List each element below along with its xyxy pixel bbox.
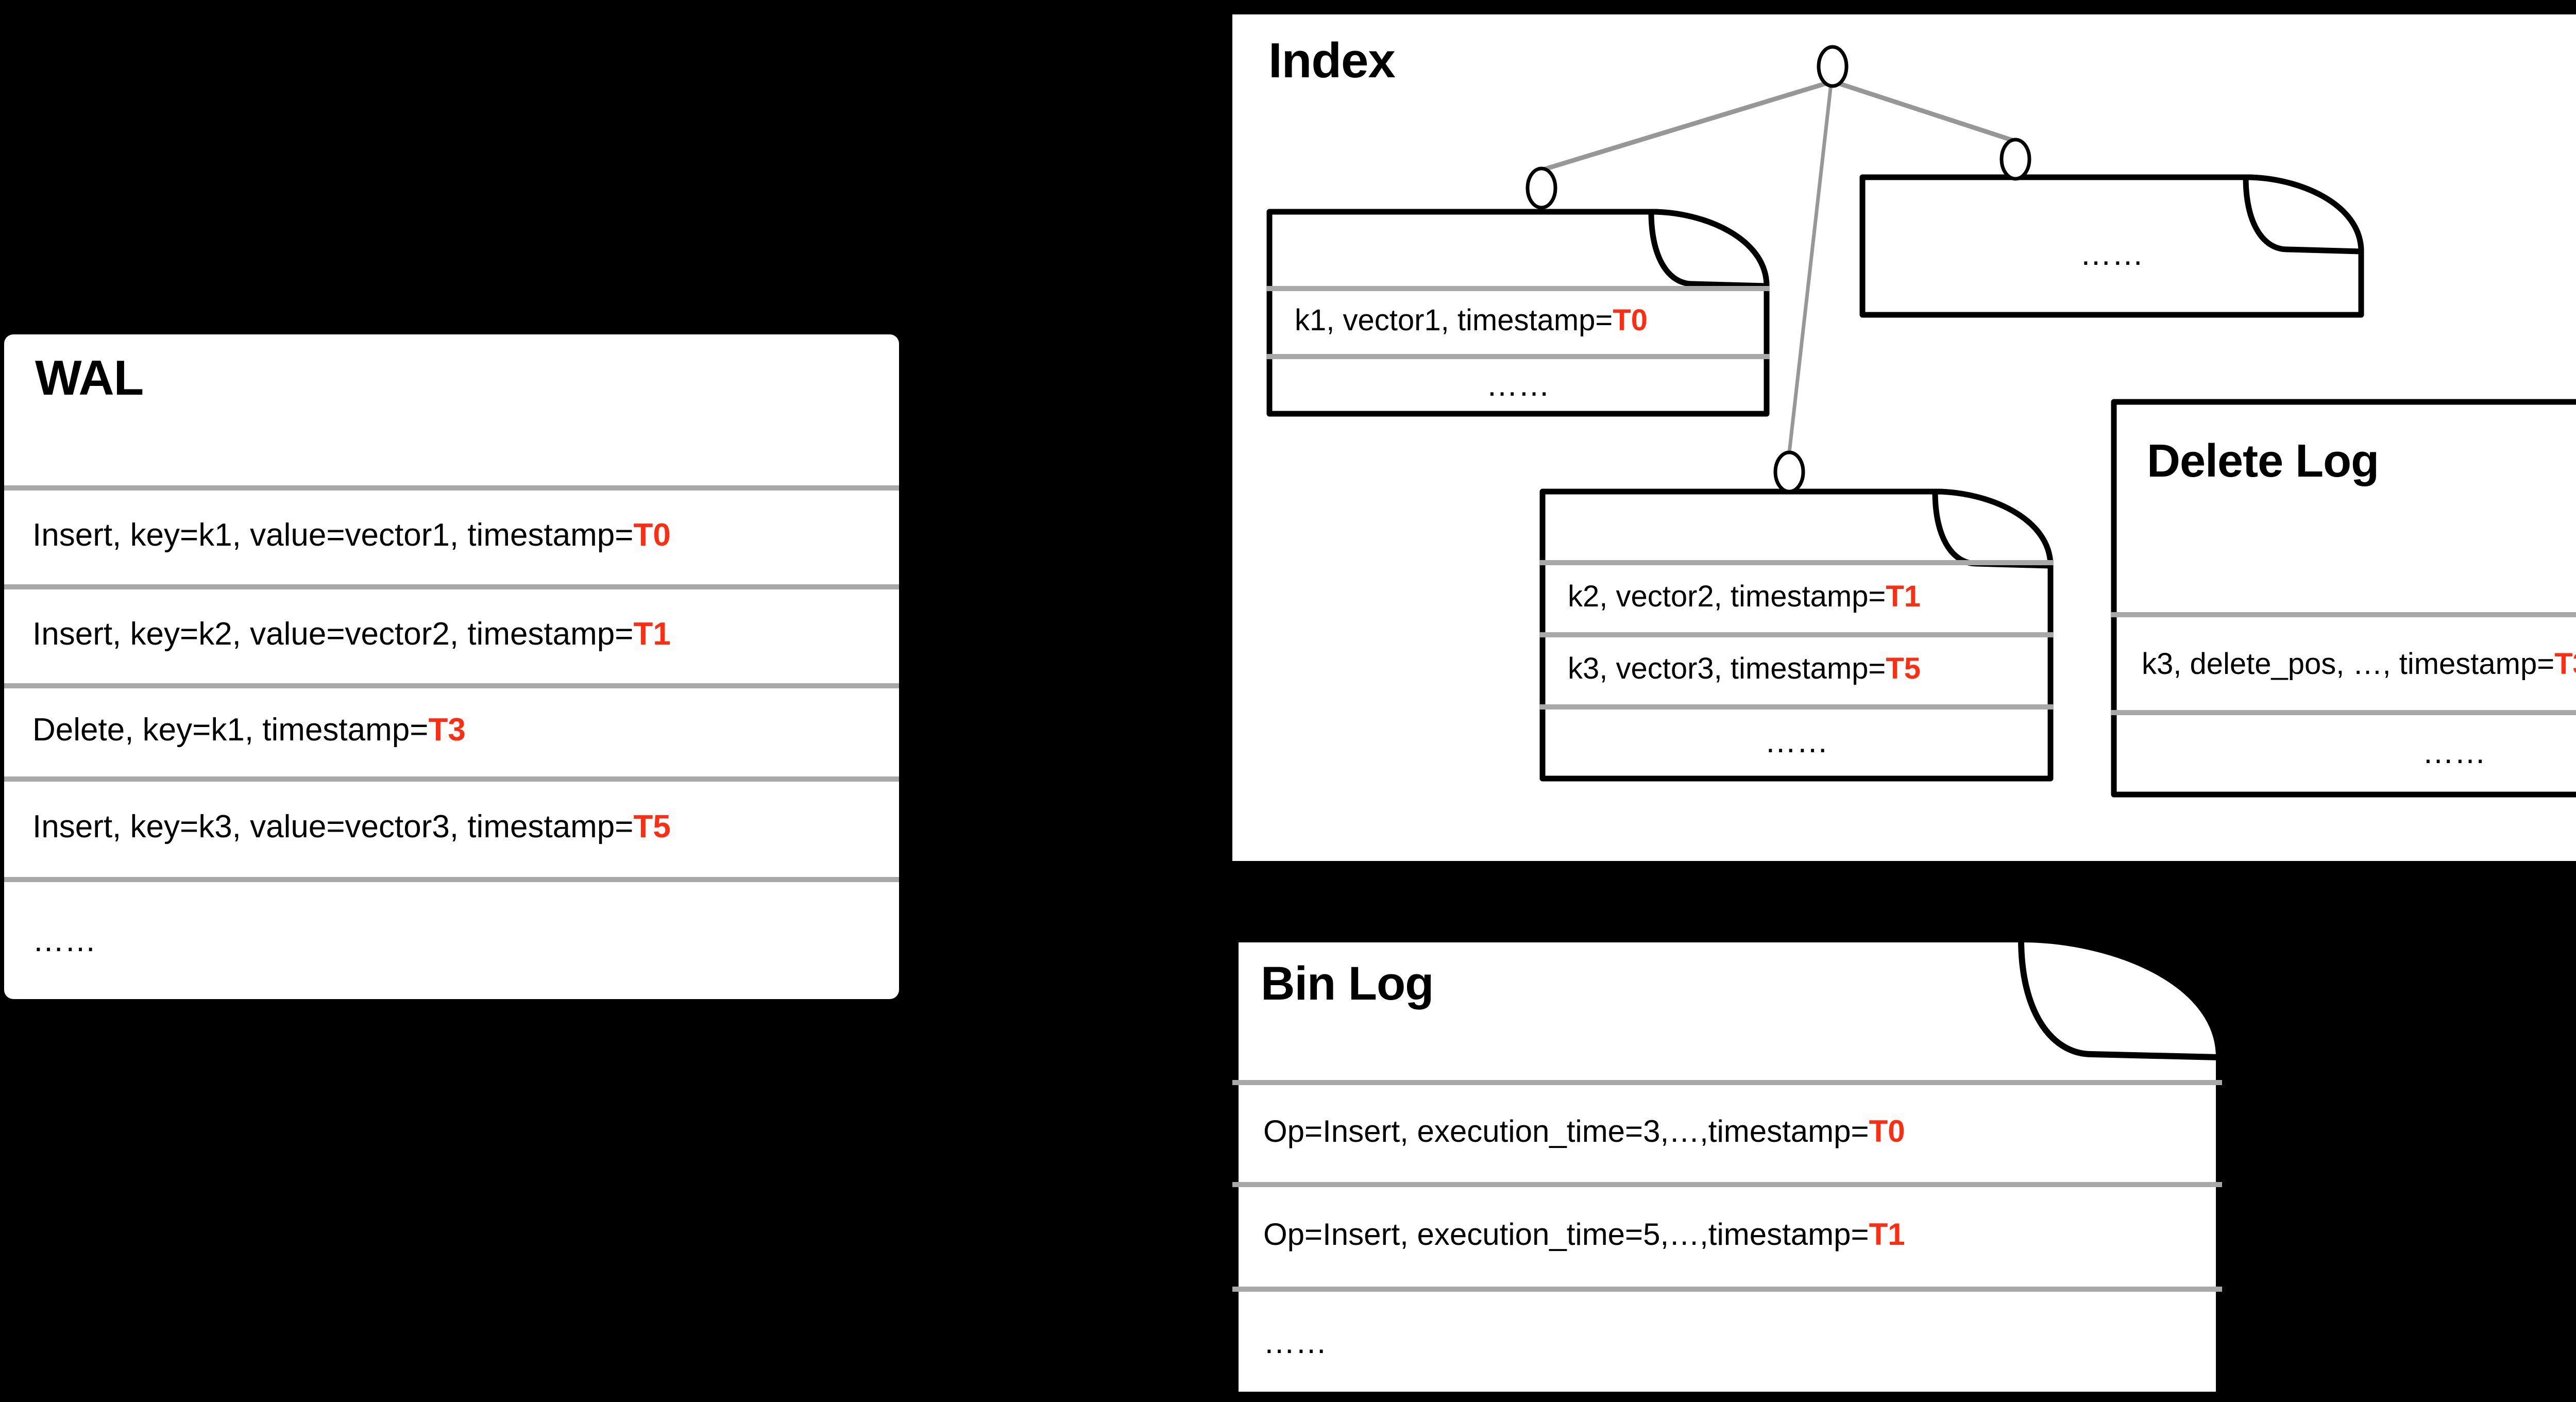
bin-log-row-text: Op=Insert, execution_time=5,…,timestamp= xyxy=(1263,1217,1869,1252)
delete-log-row: k3, delete_pos, …, timestamp=T3 xyxy=(2111,617,2576,710)
index-row-text: k2, vector2, timestamp= xyxy=(1568,579,1886,613)
timestamp-value: T0 xyxy=(1869,1113,1905,1148)
document-shape xyxy=(1859,174,2364,318)
timestamp-value: T1 xyxy=(1886,579,1921,613)
timestamp-value: T0 xyxy=(1613,303,1648,337)
separator xyxy=(4,877,899,882)
tree-node-circle xyxy=(1999,138,2031,181)
bin-log-row-text: Op=Insert, execution_time=3,…,timestamp= xyxy=(1263,1113,1869,1148)
bin-log-row: Op=Insert, execution_time=5,…,timestamp=… xyxy=(1232,1187,2222,1281)
index-row: k1, vector1, timestamp=T0 xyxy=(1266,291,1770,349)
index-leaf-node-dots: …… xyxy=(1859,174,2364,318)
index-title: Index xyxy=(1268,33,1396,88)
timestamp-value: T3 xyxy=(428,712,466,748)
document-shape xyxy=(1232,936,2222,1398)
folded-corner xyxy=(2018,936,2222,1060)
wal-row: Insert, key=k2, value=vector2, timestamp… xyxy=(4,589,899,678)
bin-log-title: Bin Log xyxy=(1261,957,1434,1010)
index-leaf-node-k1: k1, vector1, timestamp=T0 …… xyxy=(1266,209,1770,417)
separator xyxy=(1232,1287,2222,1292)
index-row: k2, vector2, timestamp=T1 xyxy=(1539,565,2054,627)
wal-title: WAL xyxy=(35,350,144,406)
separator xyxy=(4,584,899,589)
wal-row-text: Insert, key=k1, value=vector1, timestamp… xyxy=(32,517,634,553)
timestamp-value: T5 xyxy=(1886,651,1921,685)
timestamp-value: T5 xyxy=(633,809,671,844)
bin-log-row: Op=Insert, execution_time=3,…,timestamp=… xyxy=(1232,1085,2222,1177)
wal-row-text: Insert, key=k2, value=vector2, timestamp… xyxy=(32,616,634,652)
wal-row-text: Insert, key=k3, value=vector3, timestamp… xyxy=(32,809,634,844)
separator xyxy=(1266,354,1770,359)
index-ellipsis-row: …… xyxy=(1765,724,1828,759)
index-ellipsis-row: …… xyxy=(1486,367,1550,403)
tree-edge xyxy=(1787,83,1833,453)
wal-ellipsis-row: …… xyxy=(32,923,96,958)
separator xyxy=(1539,704,2054,710)
delete-log-row-text: k3, delete_pos, …, timestamp= xyxy=(2142,647,2555,681)
separator xyxy=(1232,1182,2222,1187)
wal-row-text: Delete, key=k1, timestamp= xyxy=(32,712,429,748)
separator xyxy=(1266,286,1770,291)
tree-root-circle xyxy=(1817,45,1849,88)
folded-corner xyxy=(2243,174,2364,255)
timestamp-value: T1 xyxy=(1869,1217,1905,1252)
tree-edge xyxy=(1540,79,1834,173)
index-leaf-node-k2k3: k2, vector2, timestamp=T1 k3, vector3, t… xyxy=(1539,488,2054,782)
delete-log-title: Delete Log xyxy=(2147,435,2379,487)
tree-node-circle xyxy=(1773,450,1805,494)
bin-log-panel: Bin Log Op=Insert, execution_time=3,…,ti… xyxy=(1232,936,2222,1398)
separator xyxy=(2111,612,2576,617)
index-row-text: k3, vector3, timestamp= xyxy=(1568,651,1886,685)
timestamp-value: T3 xyxy=(2554,647,2576,681)
wal-row: Insert, key=k1, value=vector1, timestamp… xyxy=(4,491,899,579)
separator xyxy=(4,485,899,491)
document-shape xyxy=(1266,209,1770,417)
document-shape xyxy=(2111,399,2576,798)
wal-row: Insert, key=k3, value=vector3, timestamp… xyxy=(4,782,899,872)
bin-log-ellipsis-row: …… xyxy=(1263,1324,1327,1360)
timestamp-value: T0 xyxy=(633,517,671,553)
delete-log-panel: Delete Log k3, delete_pos, …, timestamp=… xyxy=(2111,399,2576,798)
tree-node-circle xyxy=(1526,166,1557,210)
separator xyxy=(2111,710,2576,715)
separator xyxy=(4,683,899,688)
folded-corner xyxy=(1648,209,1770,289)
wal-panel: WAL Insert, key=k1, value=vector1, times… xyxy=(4,334,899,999)
timestamp-value: T1 xyxy=(633,616,671,652)
separator xyxy=(1539,632,2054,637)
index-row: k3, vector3, timestamp=T5 xyxy=(1539,637,2054,699)
index-panel: Index k1, vector1, timestamp=T0 …… xyxy=(1232,14,2576,861)
separator xyxy=(1232,1080,2222,1085)
index-row-text: k1, vector1, timestamp= xyxy=(1295,303,1613,337)
index-ellipsis-row: …… xyxy=(2080,236,2144,272)
tree-edge xyxy=(1832,79,2016,144)
delete-log-ellipsis-row: …… xyxy=(2422,735,2486,770)
separator xyxy=(4,776,899,782)
separator xyxy=(1539,560,2054,565)
wal-row: Delete, key=k1, timestamp=T3 xyxy=(4,688,899,771)
